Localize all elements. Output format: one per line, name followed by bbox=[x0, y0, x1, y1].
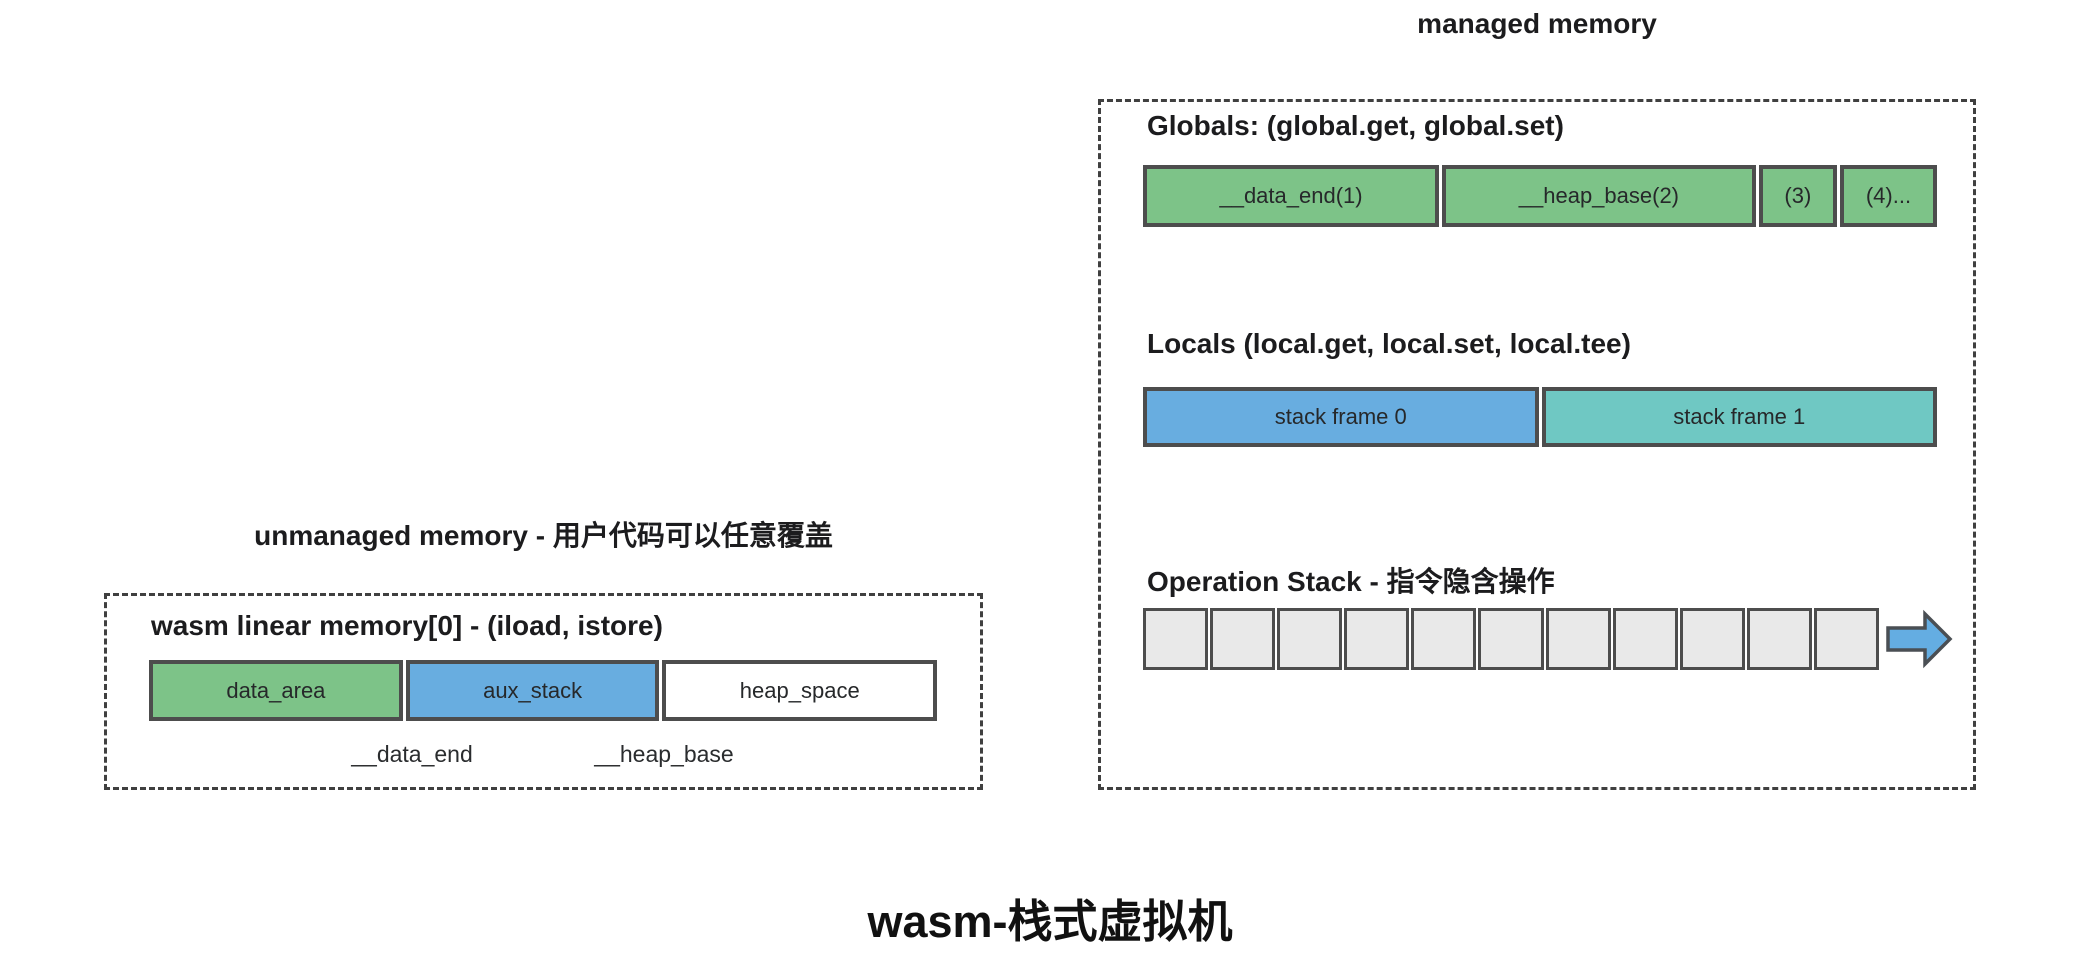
memory-cell: aux_stack bbox=[405, 660, 660, 721]
cell-label: __heap_base(2) bbox=[1518, 183, 1680, 208]
op-stack-cell bbox=[1143, 608, 1209, 670]
cell-label: (3) bbox=[1784, 183, 1812, 208]
page-title: wasm-栈式虚拟机 bbox=[867, 896, 1233, 947]
memory-cell: data_area bbox=[149, 660, 403, 721]
linear-memory-row: data_area aux_stack heap_space bbox=[149, 660, 938, 721]
cell-label: data_area bbox=[226, 677, 326, 703]
memory-cell: __data_end(1) bbox=[1143, 165, 1440, 227]
wasm-linear-memory-heading: wasm linear memory[0] - (iload, istore) bbox=[151, 610, 663, 641]
op-stack-cell bbox=[1478, 608, 1544, 670]
memory-cell: heap_space bbox=[662, 660, 938, 721]
memory-cell: stack frame 0 bbox=[1143, 387, 1539, 447]
cell-label: __data_end(1) bbox=[1219, 183, 1363, 208]
op-stack-cell bbox=[1746, 608, 1812, 670]
operation-stack-area bbox=[1143, 606, 1975, 672]
memory-cell: (4)... bbox=[1839, 165, 1937, 227]
cell-label: stack frame 1 bbox=[1673, 404, 1806, 429]
memory-cell: (3) bbox=[1758, 165, 1837, 227]
globals-heading: Globals: (global.get, global.set) bbox=[1147, 110, 1564, 141]
data-end-pointer-label: __data_end bbox=[351, 741, 473, 767]
managed-memory-box: Globals: (global.get, global.set) __data… bbox=[1098, 99, 1976, 790]
op-stack-cell bbox=[1679, 608, 1745, 670]
cell-label: stack frame 0 bbox=[1274, 404, 1407, 429]
unmanaged-memory-box: wasm linear memory[0] - (iload, istore) … bbox=[104, 593, 983, 790]
unmanaged-memory-title: unmanaged memory - 用户代码可以任意覆盖 bbox=[254, 520, 833, 551]
cell-label: heap_space bbox=[739, 677, 860, 703]
operation-stack-row bbox=[1143, 608, 1880, 670]
cell-label: aux_stack bbox=[483, 677, 583, 703]
locals-row: stack frame 0 stack frame 1 bbox=[1143, 387, 1937, 447]
memory-cell: __heap_base(2) bbox=[1442, 165, 1756, 227]
op-stack-cell bbox=[1344, 608, 1410, 670]
right-arrow-icon bbox=[1886, 609, 1953, 669]
op-stack-cell bbox=[1612, 608, 1678, 670]
globals-row: __data_end(1) __heap_base(2) (3) (4)... bbox=[1143, 165, 1937, 227]
op-stack-cell bbox=[1545, 608, 1611, 670]
op-stack-cell bbox=[1813, 608, 1880, 670]
locals-heading: Locals (local.get, local.set, local.tee) bbox=[1147, 328, 1631, 359]
managed-memory-title: managed memory bbox=[1417, 8, 1657, 39]
op-stack-cell bbox=[1277, 608, 1343, 670]
op-stack-cell bbox=[1411, 608, 1477, 670]
heap-base-pointer-label: __heap_base bbox=[594, 741, 734, 767]
operation-stack-heading: Operation Stack - 指令隐含操作 bbox=[1147, 566, 1555, 597]
op-stack-cell bbox=[1210, 608, 1276, 670]
memory-cell: stack frame 1 bbox=[1541, 387, 1937, 447]
cell-label: (4)... bbox=[1865, 183, 1912, 208]
